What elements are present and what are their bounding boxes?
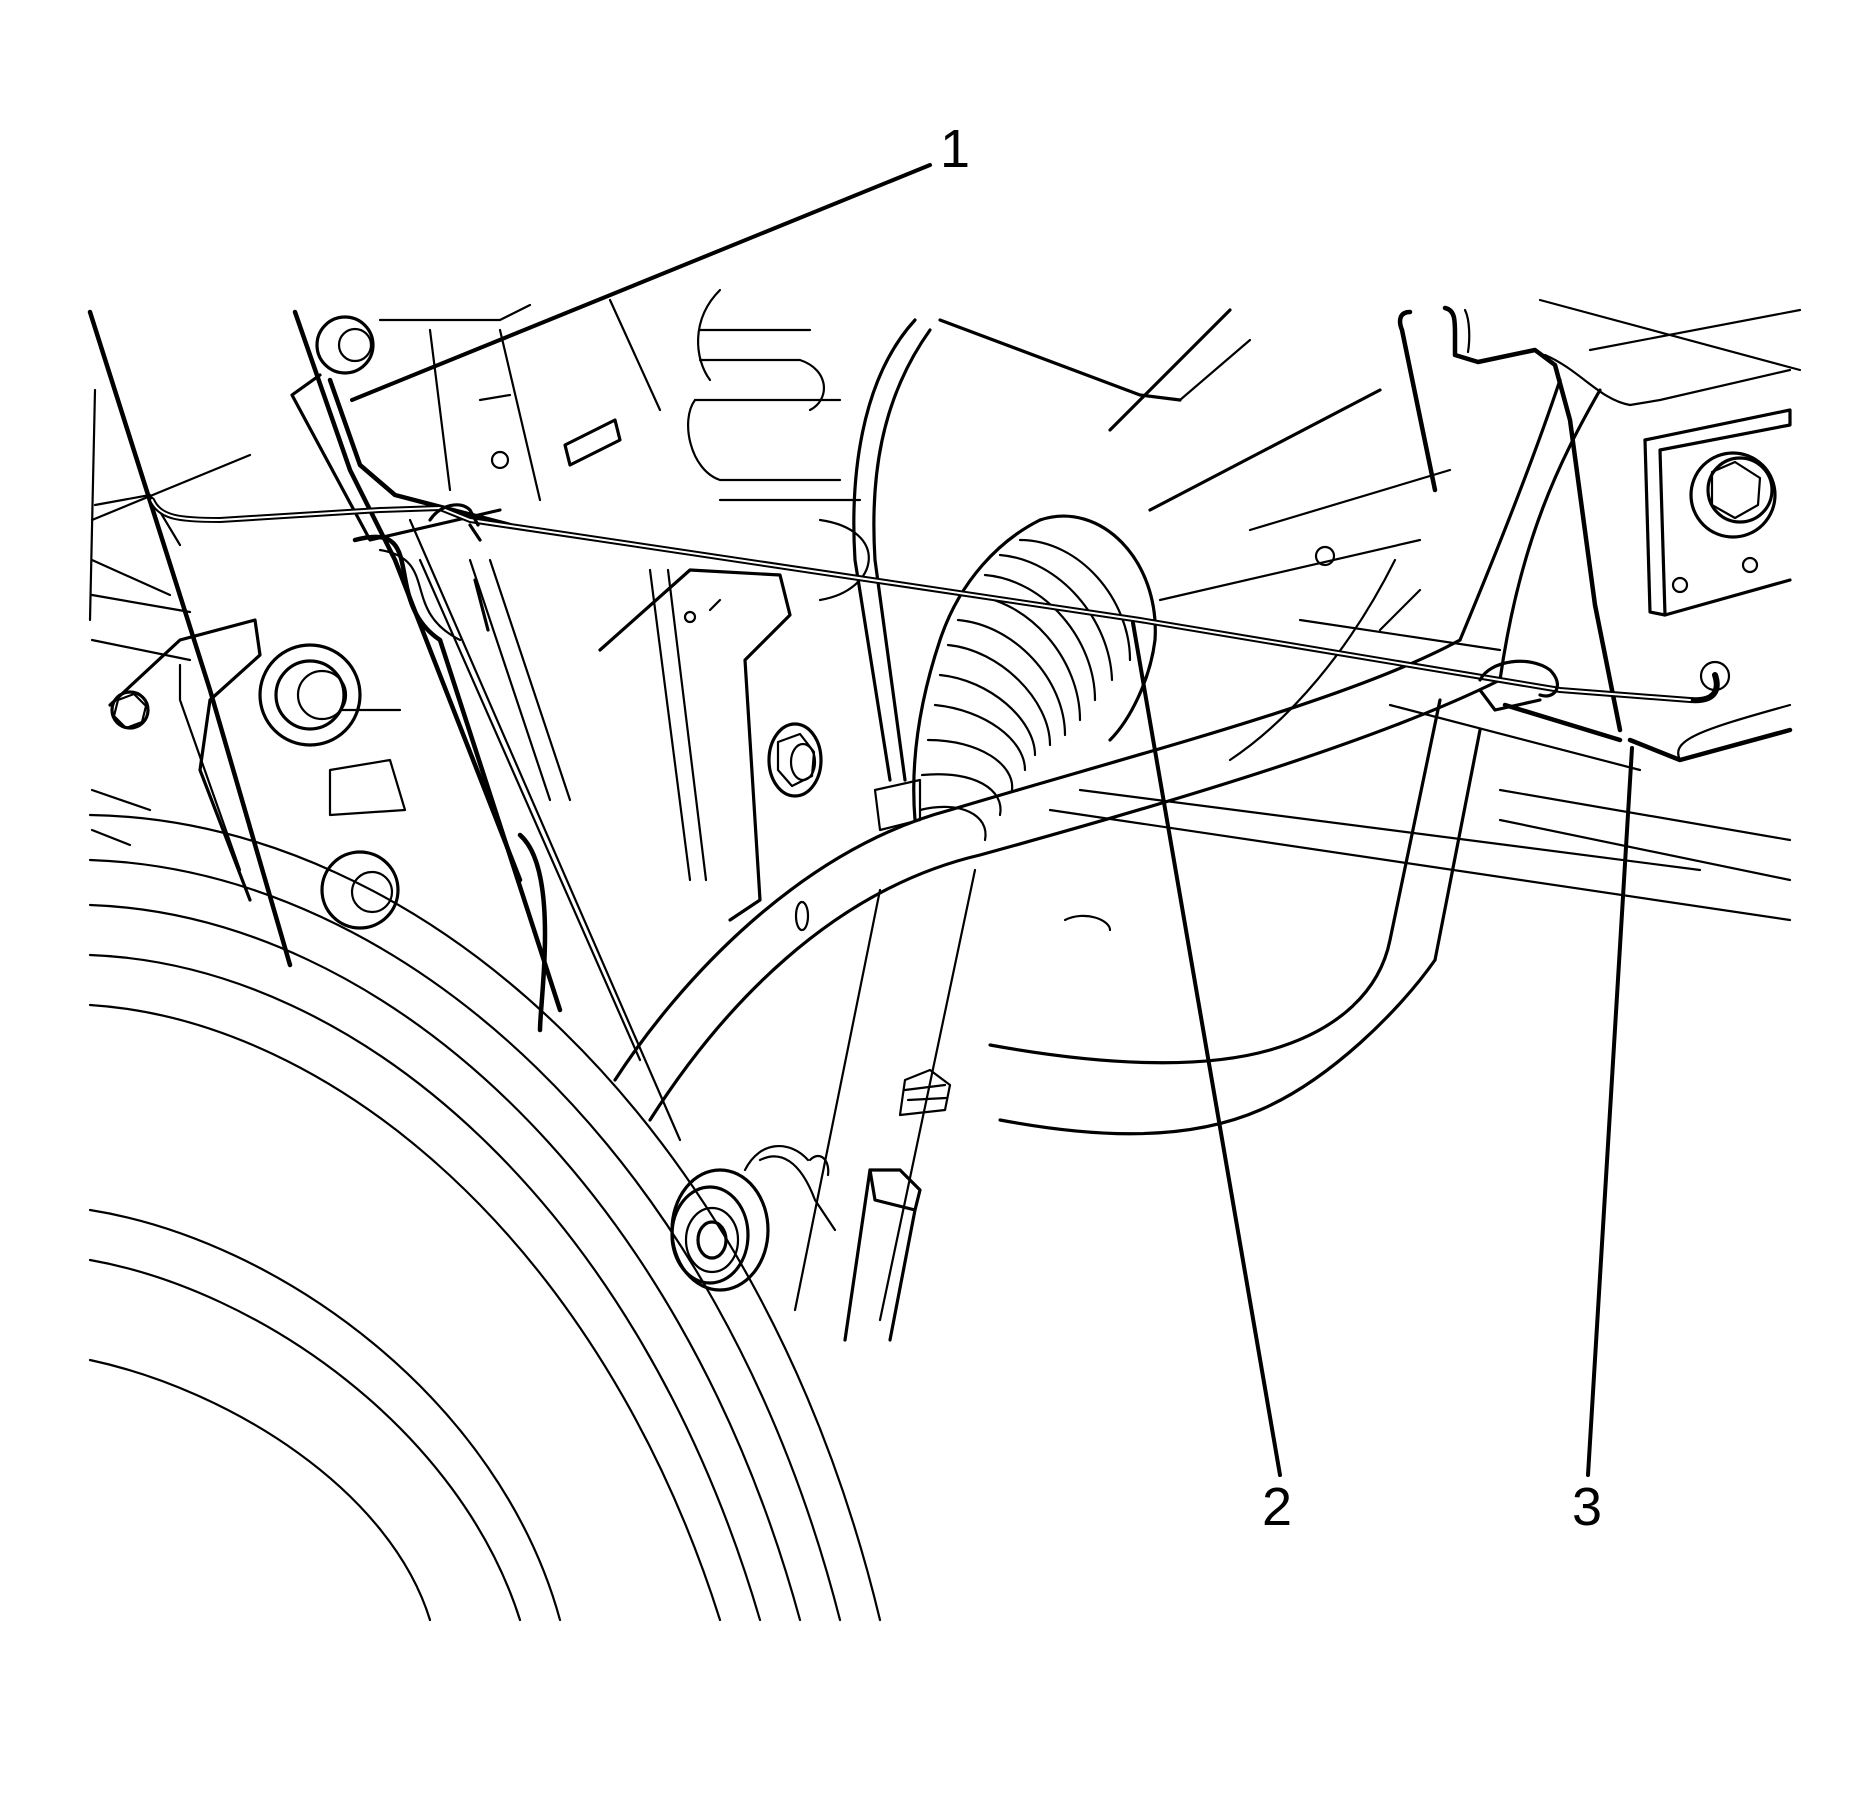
nut-icon bbox=[767, 722, 823, 798]
bolt-icon bbox=[320, 850, 400, 930]
callout-label-1: 1 bbox=[940, 119, 971, 179]
right-frame-rail bbox=[1378, 305, 1793, 772]
tire-arcs bbox=[88, 813, 882, 1622]
left-frame-rail bbox=[87, 309, 682, 1142]
callout-label-2: 2 bbox=[1262, 1477, 1293, 1537]
callout-label-3: 3 bbox=[1572, 1477, 1603, 1537]
tie-rod-end bbox=[670, 868, 977, 1342]
leader-2 bbox=[1131, 621, 1282, 1477]
bolt-icon bbox=[110, 690, 150, 730]
leader-1 bbox=[350, 163, 932, 402]
stabilizer-bar bbox=[613, 378, 1602, 1136]
bolt-icon bbox=[258, 643, 362, 747]
routed-wire bbox=[149, 497, 1731, 743]
upper-bracket bbox=[290, 303, 622, 802]
leader-3 bbox=[1586, 746, 1634, 1477]
bushing-icon bbox=[670, 1168, 770, 1292]
steering-boot bbox=[912, 514, 1157, 842]
floor-lines bbox=[1048, 298, 1802, 922]
bolt-icon bbox=[1689, 451, 1777, 539]
callout-leaders bbox=[350, 163, 1634, 1477]
center-components bbox=[598, 288, 1382, 932]
